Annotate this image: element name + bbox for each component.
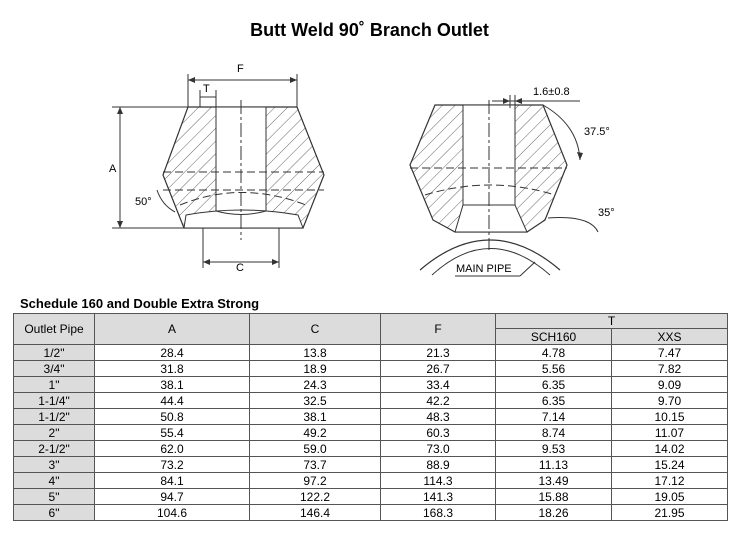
xxs-value-cell: 7.82 bbox=[611, 360, 728, 377]
xxs-value-cell: 11.07 bbox=[611, 424, 728, 441]
left-section-view bbox=[112, 74, 325, 268]
a-value-cell: 94.7 bbox=[94, 488, 250, 505]
header-a: A bbox=[94, 313, 250, 345]
a-value-cell: 38.1 bbox=[94, 376, 250, 393]
f-value-cell: 141.3 bbox=[380, 488, 496, 505]
sch160-value-cell: 13.49 bbox=[495, 472, 612, 489]
a-value-cell: 50.8 bbox=[94, 408, 250, 425]
c-value-cell: 146.4 bbox=[249, 504, 381, 521]
a-value-cell: 31.8 bbox=[94, 360, 250, 377]
header-t: T bbox=[495, 313, 728, 329]
c-value-cell: 18.9 bbox=[249, 360, 381, 377]
sch160-value-cell: 6.35 bbox=[495, 392, 612, 409]
sch160-value-cell: 7.14 bbox=[495, 408, 612, 425]
f-value-cell: 168.3 bbox=[380, 504, 496, 521]
outlet-size-cell: 1-1/4" bbox=[13, 392, 95, 409]
a-value-cell: 84.1 bbox=[94, 472, 250, 489]
dim-t-label: T bbox=[203, 83, 210, 95]
xxs-value-cell: 17.12 bbox=[611, 472, 728, 489]
a-value-cell: 104.6 bbox=[94, 504, 250, 521]
table-heading: Schedule 160 and Double Extra Strong bbox=[20, 296, 260, 311]
a-value-cell: 62.0 bbox=[94, 440, 250, 457]
a-value-cell: 44.4 bbox=[94, 392, 250, 409]
sch160-value-cell: 6.35 bbox=[495, 376, 612, 393]
outlet-size-cell: 2-1/2" bbox=[13, 440, 95, 457]
sch160-value-cell: 11.13 bbox=[495, 456, 612, 473]
xxs-value-cell: 9.09 bbox=[611, 376, 728, 393]
outlet-size-cell: 5" bbox=[13, 488, 95, 505]
header-c: C bbox=[249, 313, 381, 345]
f-value-cell: 42.2 bbox=[380, 392, 496, 409]
outlet-size-cell: 2" bbox=[13, 424, 95, 441]
xxs-value-cell: 19.05 bbox=[611, 488, 728, 505]
outlet-size-cell: 6" bbox=[13, 504, 95, 521]
tolerance-label: 1.6±0.8 bbox=[533, 86, 570, 98]
a-value-cell: 55.4 bbox=[94, 424, 250, 441]
c-value-cell: 24.3 bbox=[249, 376, 381, 393]
main-pipe-label: MAIN PIPE bbox=[456, 263, 512, 275]
f-value-cell: 73.0 bbox=[380, 440, 496, 457]
c-value-cell: 97.2 bbox=[249, 472, 381, 489]
dim-f-label: F bbox=[237, 63, 244, 75]
outlet-size-cell: 1/2" bbox=[13, 344, 95, 361]
c-value-cell: 13.8 bbox=[249, 344, 381, 361]
c-value-cell: 122.2 bbox=[249, 488, 381, 505]
dim-c-label: C bbox=[236, 262, 244, 274]
angle-35-label: 35° bbox=[598, 207, 615, 219]
f-value-cell: 48.3 bbox=[380, 408, 496, 425]
outlet-size-cell: 3" bbox=[13, 456, 95, 473]
xxs-value-cell: 15.24 bbox=[611, 456, 728, 473]
page-title: Butt Weld 90˚ Branch Outlet bbox=[250, 20, 489, 40]
f-value-cell: 21.3 bbox=[380, 344, 496, 361]
c-value-cell: 49.2 bbox=[249, 424, 381, 441]
f-value-cell: 33.4 bbox=[380, 376, 496, 393]
angle-50-label: 50° bbox=[135, 196, 152, 208]
outlet-size-cell: 1" bbox=[13, 376, 95, 393]
c-value-cell: 73.7 bbox=[249, 456, 381, 473]
f-value-cell: 60.3 bbox=[380, 424, 496, 441]
outlet-size-cell: 3/4" bbox=[13, 360, 95, 377]
c-value-cell: 59.0 bbox=[249, 440, 381, 457]
sch160-value-cell: 8.74 bbox=[495, 424, 612, 441]
sch160-value-cell: 9.53 bbox=[495, 440, 612, 457]
c-value-cell: 38.1 bbox=[249, 408, 381, 425]
branch-outlet-drawing bbox=[112, 74, 599, 277]
dim-a-label: A bbox=[109, 163, 117, 175]
right-section-view bbox=[409, 95, 599, 277]
header-outlet-pipe: Outlet Pipe bbox=[13, 313, 95, 345]
header-sch160: SCH160 bbox=[495, 328, 612, 345]
outlet-size-cell: 4" bbox=[13, 472, 95, 489]
xxs-value-cell: 21.95 bbox=[611, 504, 728, 521]
sch160-value-cell: 5.56 bbox=[495, 360, 612, 377]
c-value-cell: 32.5 bbox=[249, 392, 381, 409]
angle-375-label: 37.5° bbox=[584, 126, 610, 138]
f-value-cell: 88.9 bbox=[380, 456, 496, 473]
header-xxs: XXS bbox=[611, 328, 728, 345]
xxs-value-cell: 14.02 bbox=[611, 440, 728, 457]
f-value-cell: 114.3 bbox=[380, 472, 496, 489]
xxs-value-cell: 9.70 bbox=[611, 392, 728, 409]
sch160-value-cell: 18.26 bbox=[495, 504, 612, 521]
a-value-cell: 73.2 bbox=[94, 456, 250, 473]
sch160-value-cell: 4.78 bbox=[495, 344, 612, 361]
xxs-value-cell: 10.15 bbox=[611, 408, 728, 425]
f-value-cell: 26.7 bbox=[380, 360, 496, 377]
outlet-size-cell: 1-1/2" bbox=[13, 408, 95, 425]
header-f: F bbox=[380, 313, 496, 345]
a-value-cell: 28.4 bbox=[94, 344, 250, 361]
sch160-value-cell: 15.88 bbox=[495, 488, 612, 505]
xxs-value-cell: 7.47 bbox=[611, 344, 728, 361]
